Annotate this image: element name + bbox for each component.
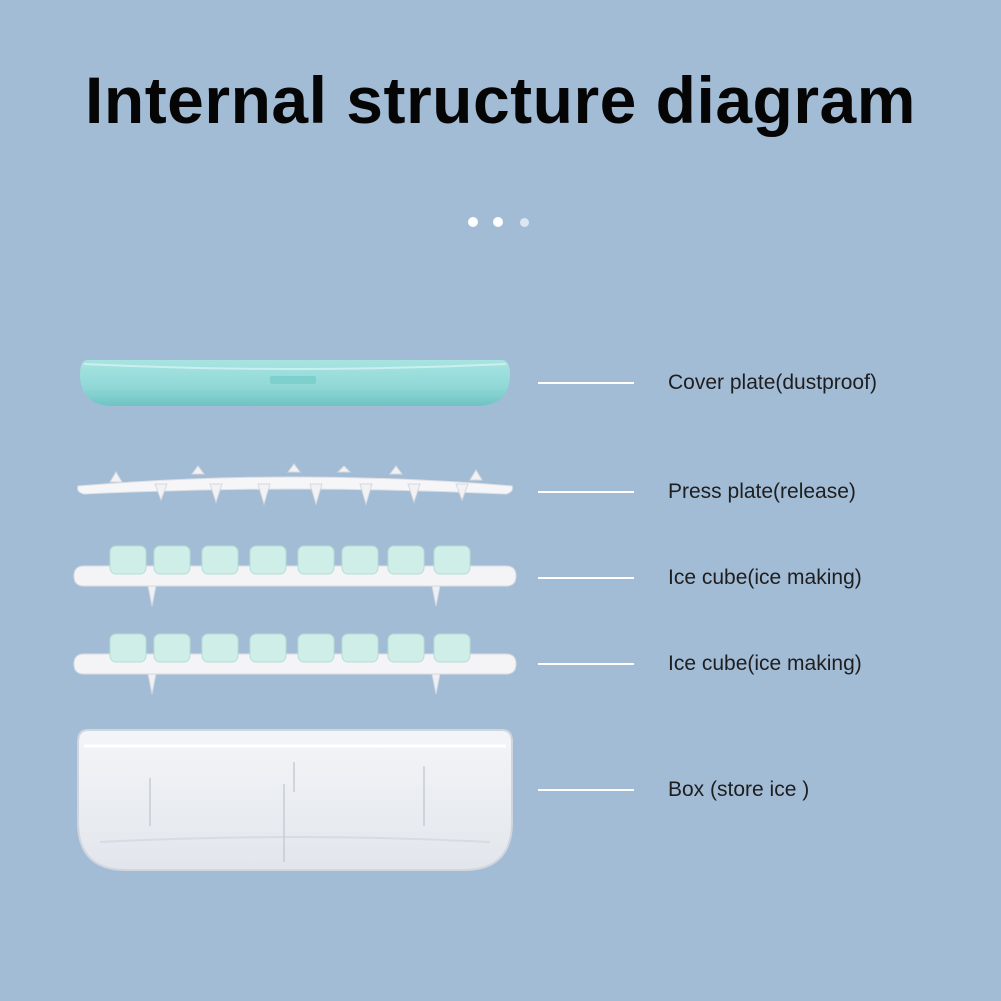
pager-dot[interactable] — [520, 218, 529, 227]
pager-dot[interactable] — [493, 217, 503, 227]
callout-label: Box (store ice ) — [668, 778, 810, 801]
callout-label: Ice cube(ice making) — [668, 566, 862, 589]
pager-dot[interactable] — [468, 217, 478, 227]
page-title: Internal structure diagram — [85, 63, 916, 137]
callout-line — [538, 491, 634, 493]
callout-label: Press plate(release) — [668, 480, 856, 503]
ice-tray-illustration — [70, 540, 520, 612]
callout-line — [538, 663, 634, 665]
callout-label: Cover plate(dustproof) — [668, 371, 877, 394]
cover-plate-illustration — [70, 354, 520, 414]
callout-line — [538, 789, 634, 791]
press-plate-illustration — [70, 462, 520, 518]
callout-label: Ice cube(ice making) — [668, 652, 862, 675]
callout-line — [538, 382, 634, 384]
callout-line — [538, 577, 634, 579]
storage-box-illustration — [70, 722, 520, 878]
pager-dots — [468, 217, 538, 229]
ice-tray-illustration — [70, 628, 520, 700]
